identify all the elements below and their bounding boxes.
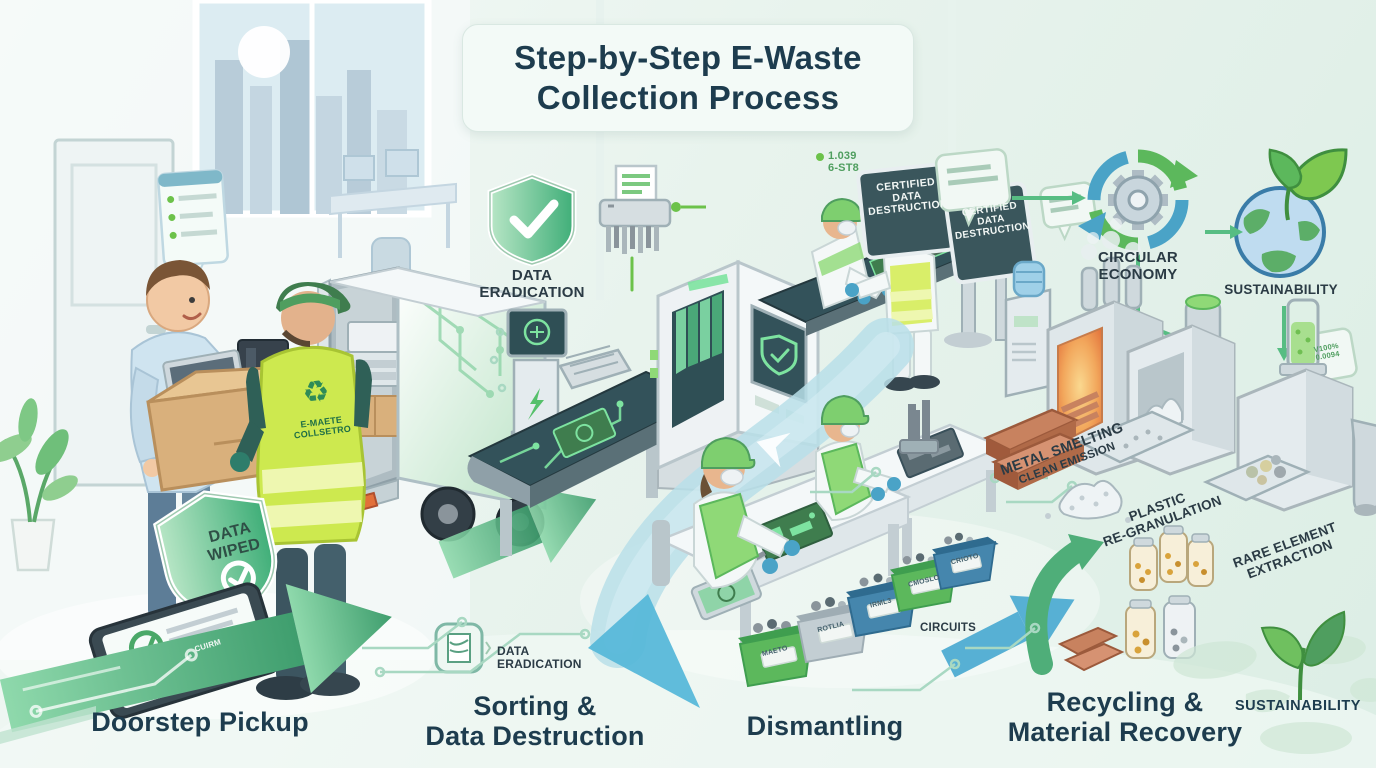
green-helmet — [821, 394, 870, 425]
water-bottle — [1012, 260, 1046, 298]
collector-cap — [276, 282, 351, 314]
green-flow-arrow — [0, 583, 392, 733]
copper-ingots — [983, 408, 1088, 490]
circular-economy-label: CIRCULAR ECONOMY — [1098, 249, 1178, 283]
sprout-icon — [1260, 610, 1346, 701]
bin-label-0: MAETO — [761, 644, 789, 659]
metal-smelting-label: METAL SMELTING CLEAN EMISSION — [998, 419, 1126, 487]
step-label-recycling: Recycling & Material Recovery — [1007, 687, 1243, 747]
green-helmet — [701, 436, 756, 469]
gear-icon — [1108, 170, 1168, 230]
tablet-button-text: CUIRM — [193, 637, 223, 654]
sustainability-top-label: SUSTAINABILITY — [1224, 282, 1338, 297]
plastic-granulator — [1045, 294, 1236, 523]
mint-arrow-to-sorting — [438, 485, 597, 579]
truck-circuit-pattern — [419, 290, 525, 398]
material-jars — [1057, 525, 1214, 672]
green-apron — [820, 442, 872, 516]
blue-arrowhead-down — [588, 594, 700, 708]
data-wiped-label: DATA WIPED — [206, 519, 263, 565]
green-curved-arrow — [1025, 534, 1104, 675]
dismantler-rear — [815, 394, 901, 522]
bin-label-2: IRML3 — [869, 597, 893, 610]
plastic-regranulation-label: PLASTIC RE-GRANULATION — [1101, 489, 1224, 550]
sustainability-footer-label: SUSTAINABILITY — [1235, 698, 1361, 714]
certified-sign-label-2: CERTIFIED DATA DESTRUCTION — [954, 200, 1031, 243]
vise-tool — [899, 400, 939, 454]
power-bolt-icon — [528, 388, 544, 420]
smelting-furnace — [983, 218, 1208, 490]
bin-blue-2 — [932, 532, 999, 591]
title-line1: Step-by-Step E-Waste — [514, 38, 862, 76]
data-eradication-label: DATA ERADICATION — [479, 267, 585, 301]
step-label-dismantling: Dismantling — [746, 711, 904, 741]
potted-plant — [0, 398, 78, 572]
scanner-curtain — [676, 293, 722, 374]
step-label-pickup: Doorstep Pickup — [91, 707, 309, 737]
vest-text: E-MAETE COLLSETRO — [293, 414, 352, 441]
sustainability-globe-icon — [1234, 148, 1348, 278]
bin-label-3: CMOSLO — [907, 574, 941, 589]
bin-label-1: ROTLIA — [816, 620, 845, 635]
title-panel: Step-by-Step E-Waste Collection Process — [462, 24, 914, 132]
checklist-panel — [157, 169, 229, 281]
work-glove — [230, 452, 250, 472]
certified-sign-label-1: CERTIFIED DATA DESTRUCTION — [867, 176, 949, 219]
bin-green — [738, 619, 816, 688]
rare-element-extractor — [1202, 298, 1376, 516]
collector-figure — [230, 282, 372, 700]
right-bubble-text: V100% 0.0094 — [1312, 340, 1341, 363]
check-icon — [509, 199, 559, 239]
data-eradication-small-label: DATA ERADICATION — [497, 644, 582, 672]
device-on-belt — [552, 407, 617, 459]
door-handle — [146, 325, 166, 334]
rare-element-label: RARE ELEMENT EXTRACTION — [1230, 519, 1339, 582]
stats-bubble-text: 1.039 6-ST8 — [828, 150, 859, 175]
title-line2: Collection Process — [536, 79, 840, 116]
circuits-label: CIRCUITS — [920, 622, 976, 634]
step-label-sorting: Sorting & Data Destruction — [425, 691, 645, 751]
pale-arrow-fragment — [0, 706, 96, 744]
clean-emission-unit — [1004, 260, 1052, 398]
sorting-bins — [738, 532, 999, 688]
recycle-icon: ♻ — [300, 374, 332, 411]
leaf-icon — [1286, 148, 1348, 201]
sorting-worker-standing — [845, 211, 940, 391]
sun — [238, 26, 290, 78]
dismantler-front — [652, 436, 800, 590]
shield-check-icon — [760, 334, 798, 376]
data-eradication-shield — [487, 173, 577, 267]
bin-label-4: CRIOTO — [950, 552, 980, 567]
floor-granule-pile — [1058, 479, 1123, 520]
shredder-icon — [598, 164, 706, 292]
hi-vis-vest — [256, 345, 366, 546]
white-chevron — [756, 432, 791, 468]
